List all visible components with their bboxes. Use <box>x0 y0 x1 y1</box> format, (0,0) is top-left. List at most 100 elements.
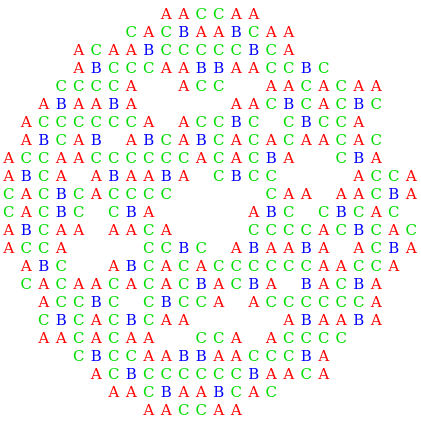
letter-c: C <box>143 275 155 293</box>
letter-a: A <box>160 347 172 365</box>
letter-b: B <box>195 275 207 293</box>
letter-c: C <box>300 257 312 275</box>
letter-c: C <box>300 95 312 113</box>
letter-a: A <box>90 311 102 329</box>
letter-a: A <box>230 329 242 347</box>
letter-a: A <box>265 365 277 383</box>
letter-c: C <box>125 347 137 365</box>
letter-a: A <box>38 275 50 293</box>
letter-b: B <box>213 59 225 77</box>
letter-c: C <box>38 167 50 185</box>
letter-a: A <box>125 167 137 185</box>
letter-b: B <box>283 95 295 113</box>
letter-c: C <box>213 41 225 59</box>
letter-c: C <box>125 185 137 203</box>
letter-c: C <box>265 383 277 401</box>
letter-c: C <box>283 113 295 131</box>
letter-c: C <box>353 203 365 221</box>
letter-c: C <box>108 149 120 167</box>
letter-c: C <box>265 167 277 185</box>
letter-b: B <box>178 23 190 41</box>
letter-c: C <box>353 293 365 311</box>
letter-b: B <box>335 203 347 221</box>
letter-a: A <box>125 131 137 149</box>
letter-a: A <box>353 167 365 185</box>
letter-c: C <box>160 185 172 203</box>
letter-b: B <box>353 95 365 113</box>
letter-a: A <box>265 239 277 257</box>
letter-c: C <box>178 275 190 293</box>
letter-c: C <box>265 293 277 311</box>
letter-c: C <box>195 329 207 347</box>
letter-c: C <box>248 113 260 131</box>
letter-a: A <box>143 329 155 347</box>
letter-a: A <box>160 257 172 275</box>
letter-a: A <box>178 59 190 77</box>
letter-c: C <box>265 347 277 365</box>
letter-a: A <box>300 131 312 149</box>
letter-c: C <box>38 221 50 239</box>
letter-b: B <box>90 293 102 311</box>
letter-c: C <box>125 59 137 77</box>
letter-c: C <box>335 77 347 95</box>
letter-b: B <box>143 131 155 149</box>
letter-c: C <box>108 77 120 95</box>
letter-c: C <box>55 257 67 275</box>
letter-a: A <box>388 257 400 275</box>
letter-a: A <box>213 23 225 41</box>
letter-a: A <box>230 5 242 23</box>
letter-a: A <box>318 221 330 239</box>
letter-c: C <box>230 275 242 293</box>
letter-b: B <box>248 239 260 257</box>
letter-a: A <box>213 293 225 311</box>
letter-c: C <box>213 149 225 167</box>
letter-a: A <box>178 113 190 131</box>
letter-a: A <box>73 131 85 149</box>
letter-c: C <box>125 23 137 41</box>
letter-c: C <box>90 77 102 95</box>
letter-b: B <box>195 347 207 365</box>
letter-c: C <box>38 311 50 329</box>
letter-c: C <box>318 59 330 77</box>
letter-c: C <box>300 329 312 347</box>
letter-c: C <box>143 293 155 311</box>
letter-a: A <box>178 77 190 95</box>
letter-b: B <box>230 23 242 41</box>
letter-a: A <box>90 365 102 383</box>
letter-c: C <box>125 149 137 167</box>
letter-a: A <box>90 185 102 203</box>
letter-c: C <box>108 311 120 329</box>
letter-b: B <box>90 131 102 149</box>
letter-c: C <box>73 113 85 131</box>
letter-a: A <box>108 41 120 59</box>
letter-c: C <box>90 149 102 167</box>
letter-b: B <box>248 41 260 59</box>
letter-c: C <box>108 185 120 203</box>
letter-a: A <box>38 293 50 311</box>
letter-c: C <box>248 131 260 149</box>
letter-b: B <box>178 347 190 365</box>
letter-a: A <box>143 203 155 221</box>
letter-a: A <box>318 347 330 365</box>
letter-b: B <box>108 167 120 185</box>
letter-c: C <box>160 239 172 257</box>
letter-c: C <box>73 347 85 365</box>
letter-b: B <box>20 167 32 185</box>
letter-c: C <box>405 221 417 239</box>
letter-a: A <box>143 401 155 419</box>
letter-a: A <box>318 311 330 329</box>
letter-c: C <box>318 329 330 347</box>
letter-a: A <box>370 77 382 95</box>
letter-a: A <box>318 239 330 257</box>
letter-a: A <box>178 383 190 401</box>
letter-c: C <box>73 293 85 311</box>
letter-a: A <box>248 203 260 221</box>
letter-c: C <box>38 113 50 131</box>
letter-a: A <box>353 113 365 131</box>
letter-a: A <box>125 275 137 293</box>
